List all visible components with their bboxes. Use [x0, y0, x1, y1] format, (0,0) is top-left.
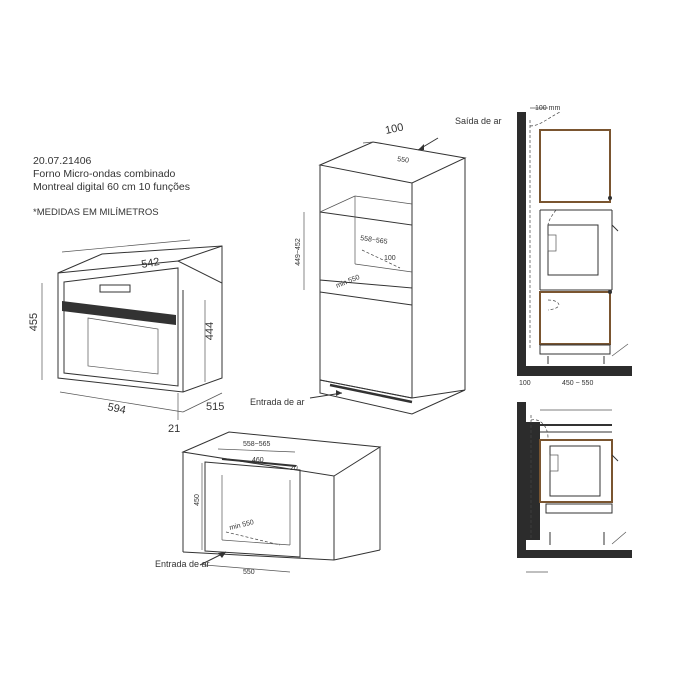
undercounter-dim-inner: 460 — [252, 457, 264, 464]
side-view-column: 100 mm 100 450 ~ 550 — [517, 105, 632, 387]
oven-dim-height-left: 455 — [28, 313, 40, 331]
oven-top-face — [57, 245, 223, 283]
column-cabinet-drawing: 100 550 449~452 558~565 100 min 550 Saíd… — [250, 116, 502, 415]
column-dim-niche-height: 449~452 — [295, 238, 302, 266]
oven-dim-width-top: 542 — [140, 256, 160, 271]
column-dim-niche-min: min 550 — [335, 274, 361, 290]
column-dim-niche-gap: 100 — [384, 255, 396, 262]
product-name-line2: Montreal digital 60 cm 10 funções — [33, 181, 191, 193]
undercounter-dim-side: 20 — [290, 465, 298, 472]
product-name-line1: Forno Micro-ondas combinado — [33, 168, 176, 180]
product-code: 20.07.21406 — [33, 155, 92, 167]
column-niche — [319, 211, 413, 289]
side-column-wall — [517, 112, 526, 374]
column-top-face — [318, 141, 467, 184]
side-column-upper-cabinet — [539, 129, 611, 203]
undercounter-dim-top: 558~565 — [243, 441, 271, 448]
side-column-oven — [547, 224, 599, 276]
side-view-undercounter — [517, 402, 632, 573]
oven-window — [87, 317, 159, 375]
side-column-dim-bottom-range: 450 ~ 550 — [562, 380, 593, 387]
side-column-dim-top: 100 mm — [535, 105, 560, 112]
column-lower-door-top — [319, 291, 413, 306]
units-note: *MEDIDAS EM MILÍMETROS — [33, 207, 159, 218]
oven-dim-width-bottom: 594 — [106, 401, 126, 417]
oven-door — [63, 267, 179, 387]
undercounter-niche — [204, 461, 301, 558]
oven-drawing: 542 455 444 594 515 21 — [28, 239, 224, 435]
column-label-air-in: Entrada de ar — [250, 397, 305, 407]
undercounter-label-air-in: Entrada de ar — [155, 559, 210, 569]
side-column-lower-cabinet — [539, 291, 611, 345]
oven-dim-height-right: 444 — [204, 322, 216, 340]
undercounter-dim-min: min 550 — [229, 519, 255, 532]
column-dim-niche-width: 558~565 — [360, 235, 388, 246]
oven-dim-front: 21 — [168, 423, 180, 435]
side-under-oven-box — [539, 439, 613, 503]
side-under-oven — [549, 445, 601, 497]
column-dim-top-depth: 100 — [384, 121, 404, 137]
undercounter-dim-height: 450 — [194, 494, 201, 506]
column-plinth — [319, 379, 466, 415]
undercounter-drawing: 558~565 460 20 450 min 550 550 Entrada d… — [155, 431, 382, 576]
undercounter-dim-depth: 550 — [243, 569, 255, 576]
side-column-dim-bottom-left: 100 — [519, 380, 531, 387]
oven-handle — [62, 301, 176, 325]
counter-top — [181, 431, 382, 477]
side-under-wall — [517, 402, 526, 557]
column-dim-top-width: 550 — [397, 156, 410, 165]
column-label-air-out: Saída de ar — [455, 116, 502, 126]
oven-dim-depth: 515 — [206, 401, 224, 413]
oven-display — [99, 284, 131, 293]
